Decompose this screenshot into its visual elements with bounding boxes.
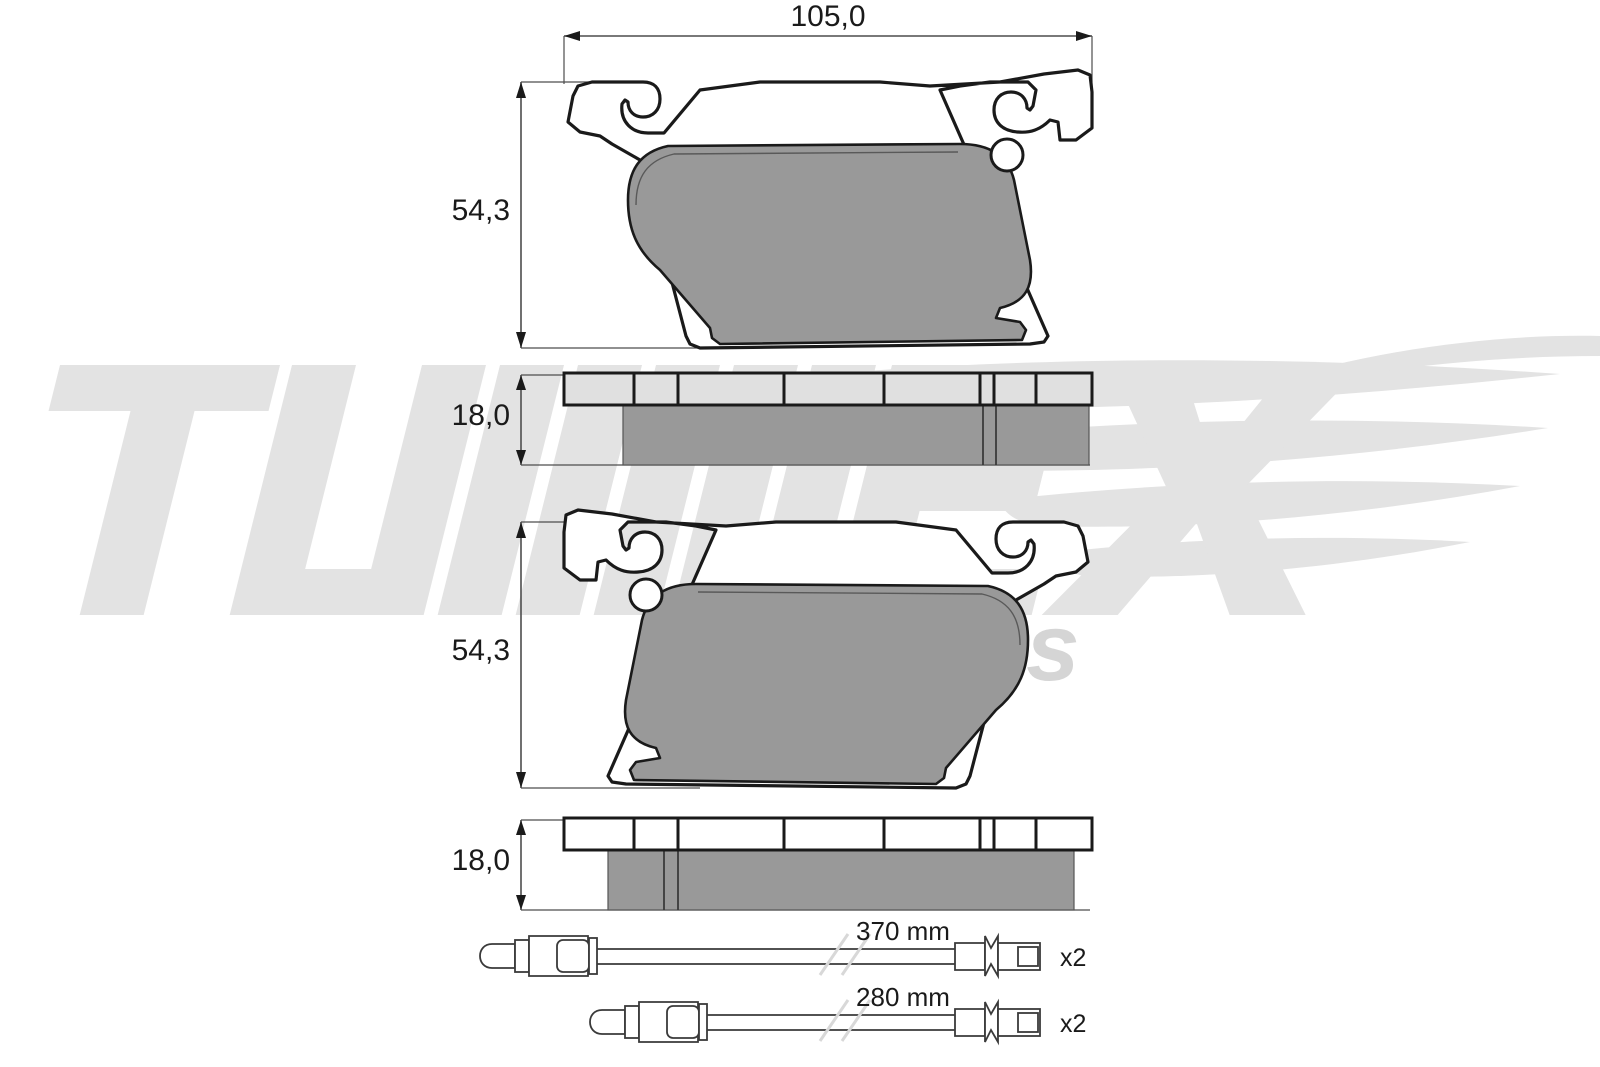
pad-2-side-backing-plate [562, 816, 1094, 852]
sensor-280-right-ferrule [954, 1008, 986, 1037]
sensor-280-body-rib [698, 1003, 708, 1041]
dimension-height-label-bottom: 54,3 [452, 634, 510, 667]
dimension-thickness-label-bottom: 18,0 [452, 844, 510, 877]
sensor-370-body-rib [588, 937, 598, 975]
sensor-280-body-window [666, 1005, 700, 1039]
sensor-370-left-tip [479, 943, 516, 969]
pad-2-friction-highlight [697, 591, 1021, 646]
sensor-280-flange [984, 998, 999, 1046]
dimension-thickness-label-top: 18,0 [452, 399, 510, 432]
dimension-height-543-top: 54,3 [452, 81, 700, 349]
pad-2-sensor-hole [628, 577, 664, 613]
sensor-370-quantity-label: x2 [1060, 944, 1086, 972]
dimension-width-105: 105,0 [563, 0, 1093, 92]
dimension-height-543-bottom: 54,3 [452, 521, 700, 789]
pad-1-side-friction [622, 402, 1090, 466]
sensor-370-length-label: 370 mm [856, 916, 950, 946]
pad-1-side-backing-plate [562, 371, 1094, 407]
sensor-370-plug-slot [1017, 946, 1039, 967]
sensor-280-plug-slot [1017, 1012, 1039, 1033]
dimension-width-label: 105,0 [790, 0, 865, 33]
sensor-370-break-marks [818, 933, 872, 976]
dimension-height-label-top: 54,3 [452, 194, 510, 227]
pad-1-friction-material [626, 142, 1033, 346]
sensor-370-flange [984, 932, 999, 980]
sensor-280-quantity-label: x2 [1060, 1010, 1086, 1038]
sensor-280-length-label: 280 mm [856, 982, 950, 1012]
pad-1-friction-highlight [635, 151, 959, 206]
sensor-280-break-marks [818, 999, 872, 1042]
sensor-280-left-tip [589, 1009, 626, 1035]
pad-1-sensor-hole [989, 137, 1025, 173]
pad-2-side-friction [607, 847, 1075, 911]
sensor-280-left-collar [624, 1005, 640, 1039]
pad-2-friction-material [623, 582, 1030, 786]
